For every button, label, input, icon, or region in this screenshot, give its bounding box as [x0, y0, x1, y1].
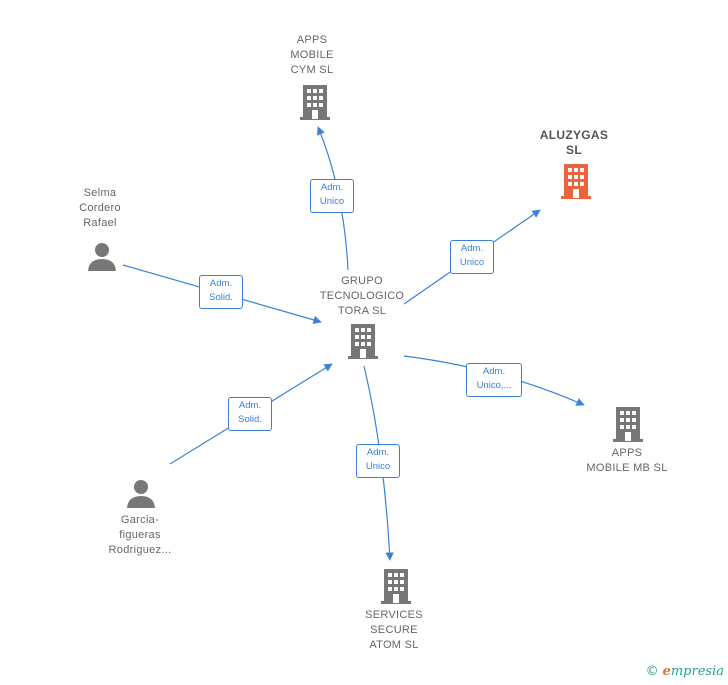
building-icon[interactable] — [381, 568, 411, 604]
edge-label-aluzygas[interactable]: Adm. Unico — [450, 240, 494, 274]
edge-label-services[interactable]: Adm. Unico — [356, 444, 400, 478]
node-label-services[interactable]: SERVICES SECURE ATOM SL — [365, 609, 423, 651]
brand-name: mpresia — [670, 664, 724, 679]
building-icon[interactable] — [561, 163, 591, 199]
building-icon[interactable] — [348, 323, 378, 359]
person-icon[interactable] — [87, 241, 117, 271]
node-label-apps-mb[interactable]: APPS MOBILE MB SL — [586, 447, 668, 474]
building-icon[interactable] — [300, 84, 330, 120]
edge-label-garcia[interactable]: Adm. Solid. — [228, 397, 272, 431]
brand-footer: ©empresia — [646, 664, 724, 679]
copyright-symbol: © — [645, 664, 659, 679]
edge-label-apps-mb[interactable]: Adm. Unico,... — [466, 363, 522, 397]
node-label-selma[interactable]: Selma Cordero Rafael — [79, 187, 121, 229]
edge-label-apps-cym[interactable]: Adm. Unico — [310, 179, 354, 213]
node-label-center[interactable]: GRUPO TECNOLOGICO TORA SL — [319, 275, 405, 317]
building-icon[interactable] — [613, 406, 643, 442]
person-icon[interactable] — [126, 478, 156, 508]
node-label-apps-cym[interactable]: APPS MOBILE CYM SL — [290, 34, 334, 76]
node-label-aluzygas[interactable]: ALUZYGAS SL — [539, 128, 609, 157]
node-label-garcia[interactable]: Garcia- figueras Rodriguez... — [108, 514, 172, 556]
brand-initial: e — [662, 664, 671, 679]
edge-label-selma[interactable]: Adm. Solid. — [199, 275, 243, 309]
